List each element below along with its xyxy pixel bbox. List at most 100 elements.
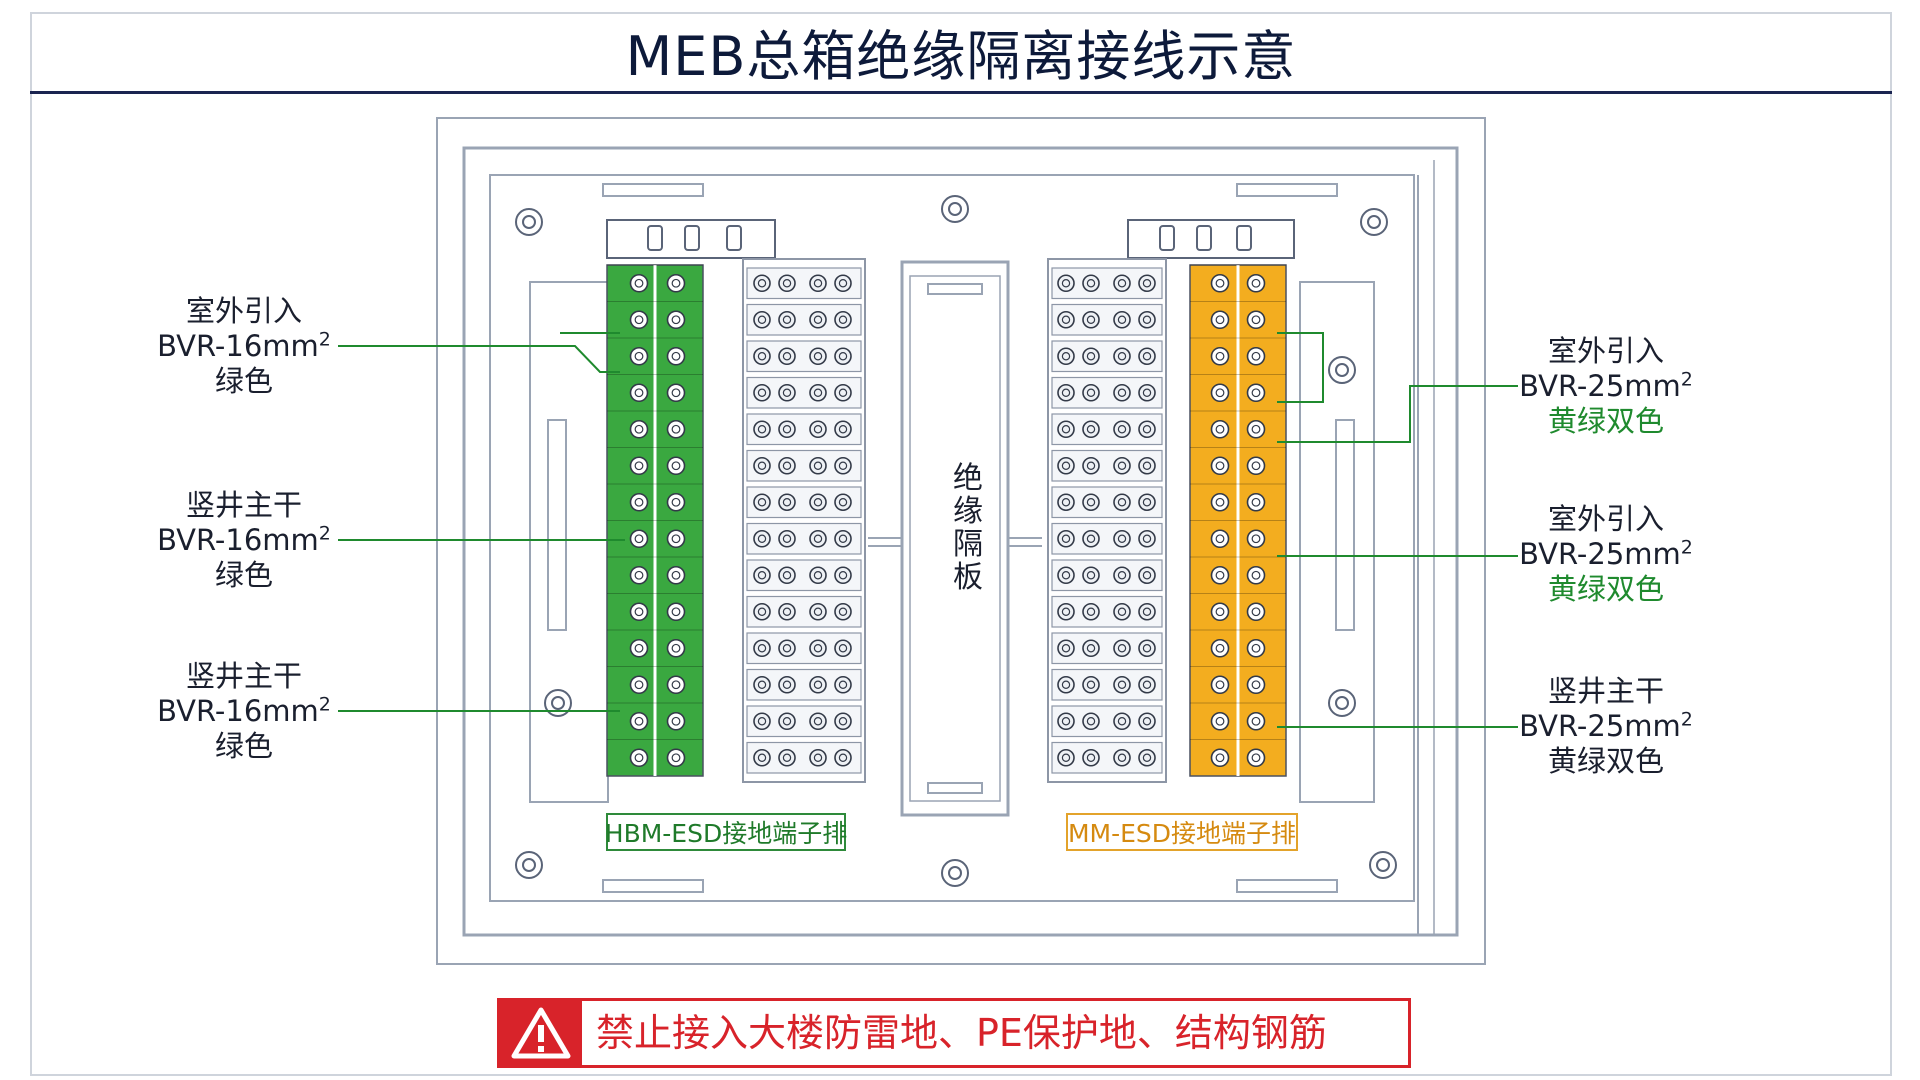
terminal-screw-icon — [629, 456, 649, 476]
right-gray-terminal-block — [1047, 258, 1167, 783]
terminal-screw-icon — [778, 310, 796, 329]
terminal-screw-icon — [1057, 493, 1075, 512]
terminal-screw-icon — [1138, 712, 1156, 731]
terminal-screw-icon — [629, 565, 649, 585]
terminal-screw-icon — [629, 529, 649, 549]
terminal-screw-icon — [1057, 675, 1075, 694]
label-right-shaft-25: 竖井主干 BVR-25mm2 黄绿双色 — [1486, 674, 1726, 779]
terminal-screw-icon — [778, 529, 796, 548]
connector-slot — [684, 225, 700, 251]
cable-spec: BVR-25mm — [1519, 537, 1681, 571]
terminal-screw-icon — [1082, 420, 1100, 439]
terminal-screw-icon — [1057, 347, 1075, 366]
terminal-screw-icon — [753, 383, 771, 402]
terminal-screw-icon — [809, 675, 827, 694]
terminal-screw-icon — [753, 602, 771, 621]
terminal-screw-icon — [666, 711, 686, 731]
terminal-screw-icon — [1082, 310, 1100, 329]
terminal-screw-icon — [1138, 383, 1156, 402]
terminal-screw-icon — [1113, 566, 1131, 585]
terminal-screw-icon — [1057, 602, 1075, 621]
label-right-outdoor-25-b: 室外引入 BVR-25mm2 黄绿双色 — [1486, 502, 1726, 607]
block-body — [1047, 258, 1167, 783]
enclosure-frame — [462, 146, 1459, 937]
terminal-screw-icon — [1057, 639, 1075, 658]
terminal-screw-icon — [1210, 492, 1230, 512]
terminal-screw-icon — [666, 748, 686, 768]
screw-icon — [515, 851, 543, 879]
enclosure-panel — [489, 174, 1415, 902]
terminal-screw-icon — [666, 383, 686, 403]
terminal-screw-icon — [1246, 346, 1266, 366]
screw-icon — [1328, 356, 1356, 384]
terminal-screw-icon — [1138, 347, 1156, 366]
block-cell — [746, 449, 862, 482]
cable-spec: BVR-16mm — [157, 694, 319, 728]
terminal-screw-icon — [1057, 566, 1075, 585]
screw-center — [948, 202, 962, 216]
label-line-3: 黄绿双色 — [1547, 744, 1664, 778]
label-line-2: BVR-16mm2 — [124, 694, 364, 729]
warning-icon-box — [500, 1001, 582, 1065]
terminal-screw-icon — [629, 383, 649, 403]
partition-char: 缘 — [953, 494, 983, 529]
terminal-screw-icon — [666, 675, 686, 695]
terminal-screw-icon — [753, 420, 771, 439]
terminal-screw-icon — [1138, 566, 1156, 585]
terminal-screw-icon — [1246, 711, 1266, 731]
terminal-screw-icon — [666, 273, 686, 293]
top-hinge-left — [602, 183, 704, 197]
terminal-screw-icon — [809, 748, 827, 767]
terminal-screw-icon — [666, 529, 686, 549]
terminal-screw-icon — [834, 383, 852, 402]
label-line-1: 竖井主干 — [1547, 674, 1664, 708]
hbm-esd-label: HBM-ESD接地端子排 — [605, 813, 847, 851]
terminal-screw-icon — [834, 347, 852, 366]
label-left-shaft-16-a: 竖井主干 BVR-16mm2 绿色 — [124, 488, 364, 593]
terminal-screw-icon — [1246, 602, 1266, 622]
connector-slot — [1196, 225, 1212, 251]
right-bracket — [1299, 281, 1375, 803]
terminal-screw-icon — [778, 675, 796, 694]
terminal-screw-icon — [809, 602, 827, 621]
terminal-screw-icon — [778, 274, 796, 293]
label-line-2: BVR-25mm2 — [1486, 709, 1726, 744]
label-line-2: BVR-16mm2 — [124, 523, 364, 558]
terminal-screw-icon — [1246, 675, 1266, 695]
terminal-screw-icon — [629, 748, 649, 768]
screw-center — [551, 696, 565, 710]
terminal-screw-icon — [809, 310, 827, 329]
leader-right-1b — [1277, 385, 1518, 443]
cable-spec: BVR-16mm — [157, 523, 319, 557]
label-left-outdoor-16: 室外引入 BVR-16mm2 绿色 — [124, 294, 364, 399]
cable-spec-exponent: 2 — [318, 693, 331, 716]
terminal-screw-icon — [1210, 638, 1230, 658]
terminal-screw-icon — [1113, 456, 1131, 475]
screw-center — [1367, 215, 1381, 229]
terminal-screw-icon — [1057, 712, 1075, 731]
connector-block-left — [606, 219, 776, 259]
terminal-screw-icon — [1138, 310, 1156, 329]
terminal-screw-icon — [1057, 383, 1075, 402]
terminal-screw-icon — [1057, 310, 1075, 329]
screw-icon — [941, 859, 969, 887]
screw-icon — [1328, 689, 1356, 717]
terminal-screw-icon — [1138, 675, 1156, 694]
terminal-screw-icon — [834, 529, 852, 548]
terminal-screw-icon — [753, 274, 771, 293]
terminal-screw-icon — [1113, 529, 1131, 548]
left-slot-strip — [547, 419, 567, 631]
terminal-screw-icon — [1210, 456, 1230, 476]
terminal-screw-icon — [778, 383, 796, 402]
screw-icon — [515, 208, 543, 236]
terminal-screw-icon — [809, 383, 827, 402]
terminal-screw-icon — [1210, 748, 1230, 768]
terminal-screw-icon — [1246, 492, 1266, 512]
terminal-screw-icon — [1082, 602, 1100, 621]
terminal-screw-icon — [834, 602, 852, 621]
terminal-screw-icon — [834, 566, 852, 585]
connector-slot — [1159, 225, 1175, 251]
screw-icon — [1360, 208, 1388, 236]
